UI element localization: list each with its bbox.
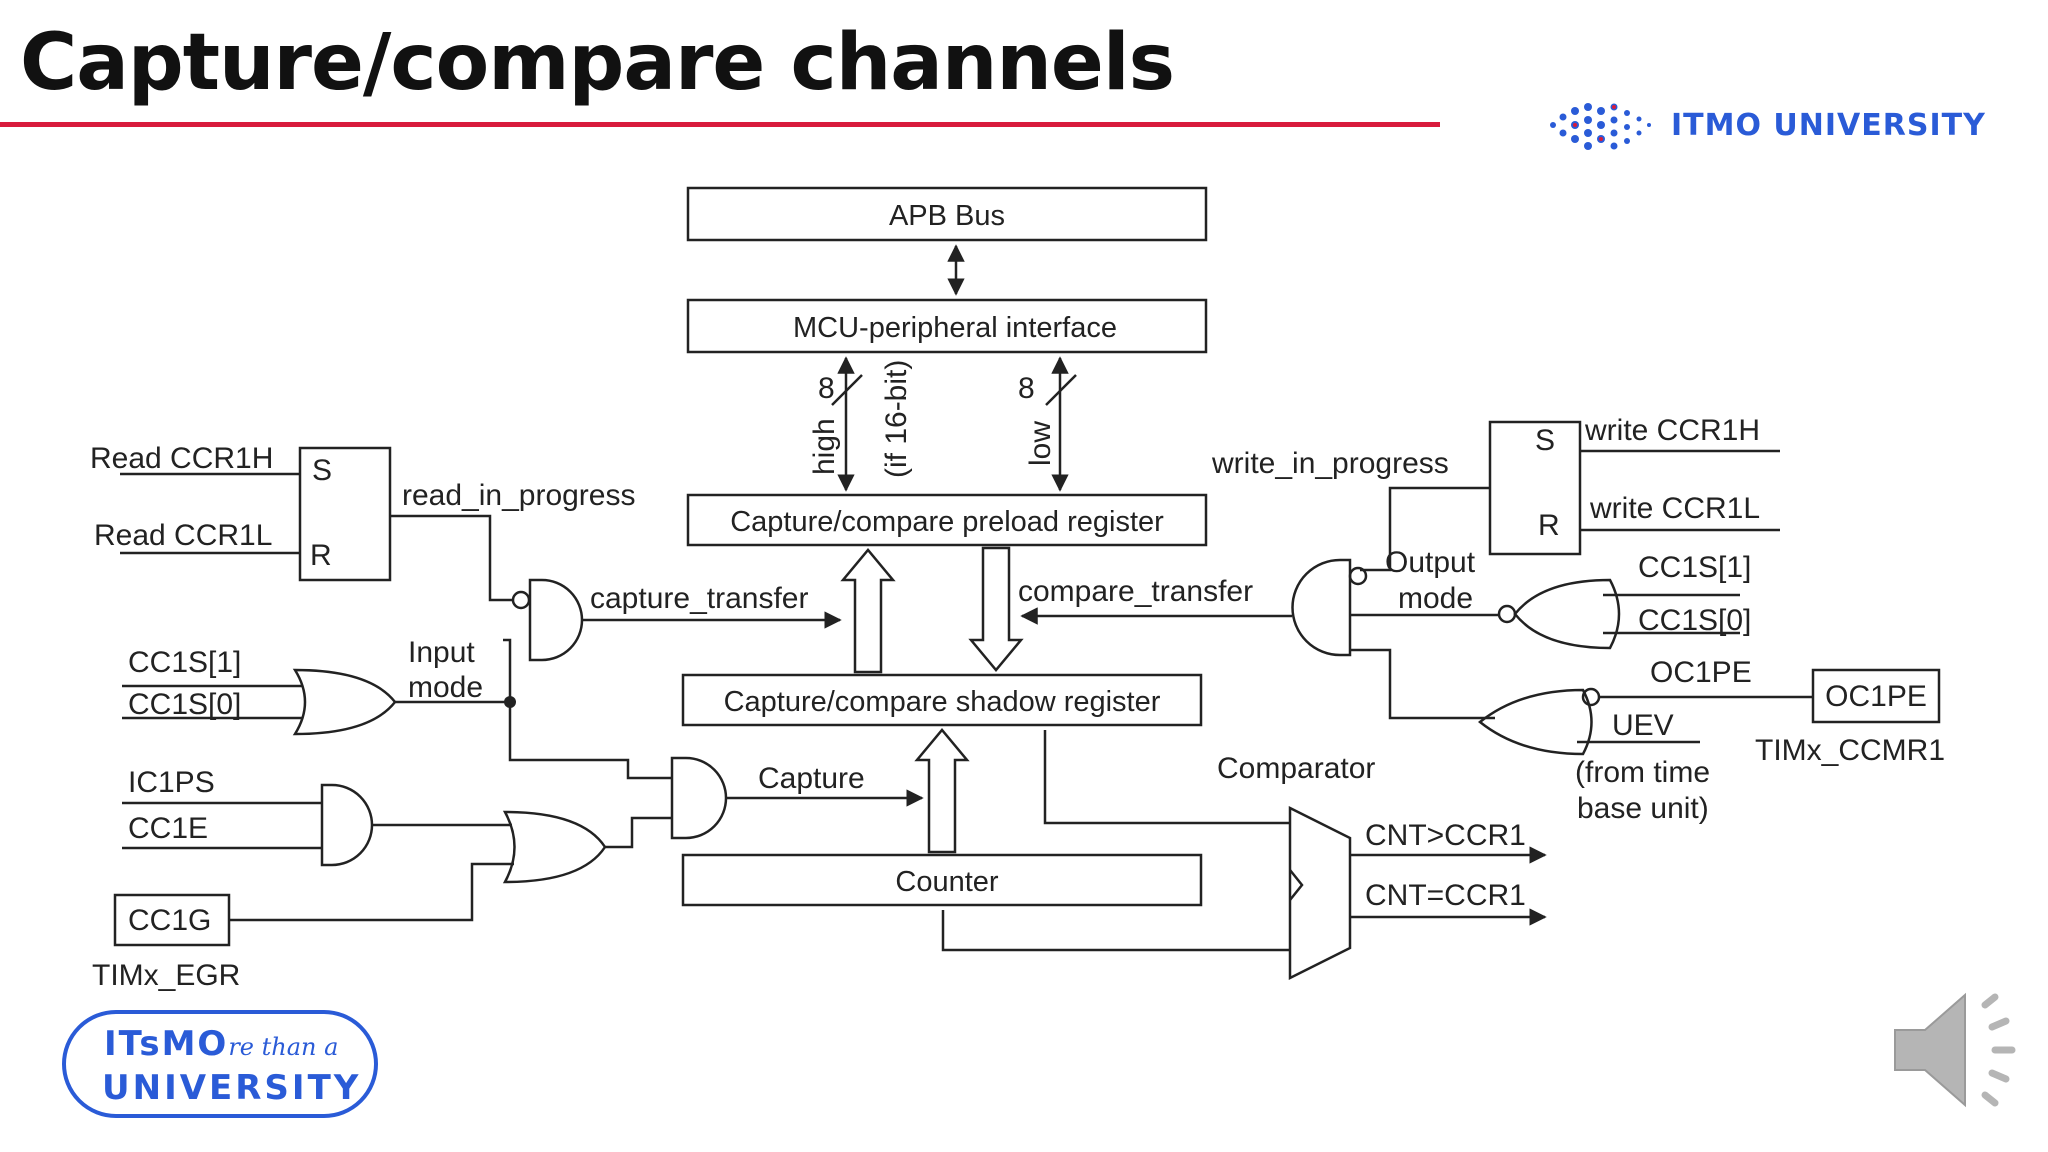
cnt-eq-ccr1-label: CNT=CCR1	[1365, 879, 1526, 912]
write-ccr1l-label: write CCR1L	[1589, 492, 1760, 525]
shadow-register-label: Capture/compare shadow register	[724, 686, 1161, 718]
slide-title: Capture/compare channels	[20, 18, 1175, 108]
itmo-footer-logo: ITsMOre than a UNIVERSITY	[62, 1010, 378, 1118]
latch-left-r: R	[310, 539, 332, 572]
latch-right-r: R	[1538, 509, 1560, 542]
comparator-label: Comparator	[1217, 752, 1375, 785]
from-time-label-1: (from time	[1575, 756, 1710, 789]
ic1ps-cc1e-and-gate	[320, 783, 374, 867]
read-ccr1l-label: Read CCR1L	[94, 519, 272, 552]
cnt-gt-ccr1-label: CNT>CCR1	[1365, 819, 1526, 852]
speaker-icon[interactable]	[1880, 985, 2030, 1120]
comparator	[1288, 805, 1352, 981]
timx-egr-label: TIMx_EGR	[92, 959, 240, 992]
input-mode-label-2: mode	[408, 671, 483, 704]
read-ccr1h-label: Read CCR1H	[90, 442, 273, 475]
capture-transfer-label: capture_transfer	[590, 582, 808, 615]
counter-box	[681, 853, 1203, 907]
cc1s0-left-label: CC1S[0]	[128, 688, 241, 721]
write-ccr1h-label: write CCR1H	[1584, 414, 1760, 447]
read-in-progress-label: read_in_progress	[402, 479, 635, 512]
apb-bus-label: APB Bus	[889, 200, 1005, 232]
capture-label: Capture	[758, 762, 865, 795]
cc1s1-left-label: CC1S[1]	[128, 646, 241, 679]
dots-logo-icon	[1550, 103, 1651, 150]
uev-label: UEV	[1612, 709, 1674, 742]
write-in-progress-label: write_in_progress	[1211, 447, 1449, 480]
cc1e-label: CC1E	[128, 812, 208, 845]
high-label: high	[808, 418, 841, 475]
read-latch	[298, 446, 392, 582]
mcu-interface-box	[686, 298, 1208, 354]
capture-and-gate	[670, 756, 728, 840]
cc1s0-right-label: CC1S[0]	[1638, 604, 1751, 637]
oc1pe-box-label: OC1PE	[1825, 680, 1927, 713]
timx-ccmr1-label: TIMx_CCMR1	[1755, 734, 1945, 767]
from-time-label-2: base unit)	[1577, 792, 1709, 825]
bus-width-high: 8	[818, 372, 835, 405]
logo-itsmo: ITsMO	[104, 1024, 229, 1064]
down-block-arrow-compare	[968, 546, 1024, 672]
compare-transfer-and-gate	[1291, 558, 1352, 657]
output-mode-label-2: mode	[1398, 582, 1473, 615]
input-mode-or-gate	[292, 668, 397, 736]
itmo-header-text: ITMO UNIVERSITY	[1671, 107, 1986, 143]
latch-left-s: S	[312, 454, 332, 487]
output-mode-label-1: Output	[1385, 546, 1476, 579]
apb-bus-box	[686, 186, 1208, 242]
logo-line2: UNIVERSITY	[102, 1068, 362, 1108]
shadow-register-box	[681, 673, 1203, 727]
preload-register-box	[686, 493, 1208, 547]
preload-register-label: Capture/compare preload register	[730, 506, 1164, 538]
oc1pe-label: OC1PE	[1650, 656, 1752, 689]
title-underline	[0, 122, 1440, 127]
capture-transfer-and-gate	[528, 578, 584, 662]
ic1ps-label: IC1PS	[128, 766, 215, 799]
oc1pe-uev-or-gate	[1477, 688, 1593, 756]
oc1pe-register-box	[1811, 668, 1941, 724]
low-label: low	[1024, 421, 1057, 466]
cc1g-box[interactable]	[113, 893, 231, 947]
cc1s1-right-label: CC1S[1]	[1638, 551, 1751, 584]
input-mode-label-1: Input	[408, 636, 475, 669]
up-block-arrow-counter	[914, 728, 970, 854]
cc1g-label: CC1G	[128, 904, 211, 937]
compare-transfer-label: compare_transfer	[1018, 575, 1253, 608]
output-mode-nor-gate	[1513, 578, 1621, 650]
bus-width-low: 8	[1018, 372, 1035, 405]
lower-or-gate	[502, 810, 607, 884]
logo-script: re than a	[228, 1033, 339, 1061]
latch-right-s: S	[1535, 424, 1555, 457]
up-block-arrow-capture	[840, 548, 896, 674]
itmo-header-logo: ITMO UNIVERSITY	[1545, 95, 1986, 155]
mcu-interface-label: MCU-peripheral interface	[793, 312, 1117, 344]
if-16bit-label: (if 16-bit)	[880, 360, 913, 478]
counter-label: Counter	[895, 866, 999, 898]
logo-line1: ITsMOre than a	[104, 1024, 338, 1064]
